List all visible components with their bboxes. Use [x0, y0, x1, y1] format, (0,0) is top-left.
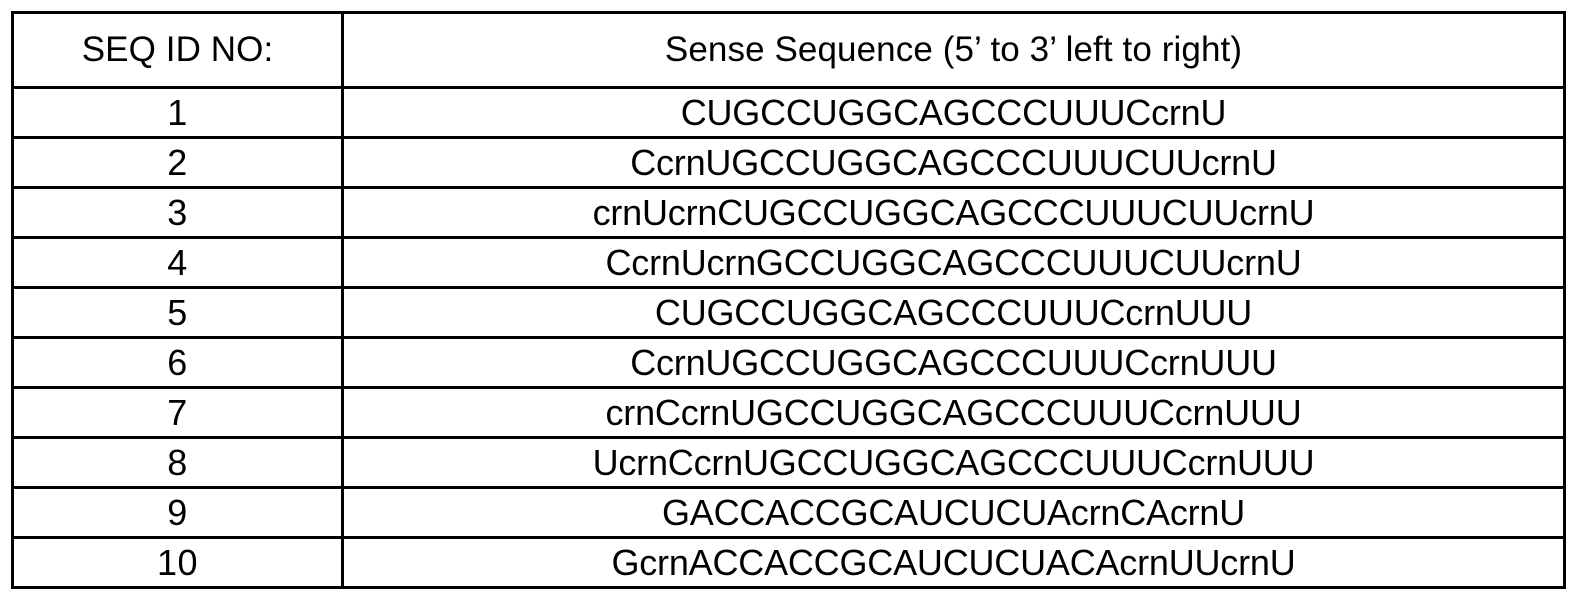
- cell-sense-sequence: GcrnACCACCGCAUCUCUACAcrnUUcrnU: [341, 536, 1566, 589]
- table-row: 10 GcrnACCACCGCAUCUCUACAcrnUUcrnU: [11, 536, 1566, 589]
- cell-sense-sequence: GACCACCGCAUCUCUAcrnCAcrnU: [341, 486, 1566, 539]
- cell-seq-id: 1: [11, 86, 344, 139]
- cell-sense-sequence: CcrnUcrnGCCUGGCAGCCCUUUCUUcrnU: [341, 236, 1566, 289]
- table-header-row: SEQ ID NO: Sense Sequence (5’ to 3’ left…: [11, 11, 1566, 89]
- cell-seq-id: 2: [11, 136, 344, 189]
- column-header-seq-id: SEQ ID NO:: [11, 11, 344, 89]
- cell-sense-sequence: crnCcrnUGCCUGGCAGCCCUUUCcrnUUU: [341, 386, 1566, 439]
- table-header: SEQ ID NO: Sense Sequence (5’ to 3’ left…: [11, 11, 1566, 89]
- cell-seq-id: 10: [11, 536, 344, 589]
- cell-seq-id: 6: [11, 336, 344, 389]
- column-header-sense-sequence: Sense Sequence (5’ to 3’ left to right): [341, 11, 1566, 89]
- table-row: 2 CcrnUGCCUGGCAGCCCUUUCUUcrnU: [11, 136, 1566, 189]
- table-row: 8 UcrnCcrnUGCCUGGCAGCCCUUUCcrnUUU: [11, 436, 1566, 489]
- cell-seq-id: 9: [11, 486, 344, 539]
- sequence-table: SEQ ID NO: Sense Sequence (5’ to 3’ left…: [11, 11, 1566, 589]
- table-row: 4 CcrnUcrnGCCUGGCAGCCCUUUCUUcrnU: [11, 236, 1566, 289]
- cell-seq-id: 4: [11, 236, 344, 289]
- table-row: 5 CUGCCUGGCAGCCCUUUCcrnUUU: [11, 286, 1566, 339]
- table-row: 3 crnUcrnCUGCCUGGCAGCCCUUUCUUcrnU: [11, 186, 1566, 239]
- cell-sense-sequence: CcrnUGCCUGGCAGCCCUUUCUUcrnU: [341, 136, 1566, 189]
- table-row: 9 GACCACCGCAUCUCUAcrnCAcrnU: [11, 486, 1566, 539]
- cell-sense-sequence: CUGCCUGGCAGCCCUUUCcrnUUU: [341, 286, 1566, 339]
- cell-sense-sequence: CcrnUGCCUGGCAGCCCUUUCcrnUUU: [341, 336, 1566, 389]
- table-row: 6 CcrnUGCCUGGCAGCCCUUUCcrnUUU: [11, 336, 1566, 389]
- cell-seq-id: 3: [11, 186, 344, 239]
- cell-seq-id: 5: [11, 286, 344, 339]
- cell-seq-id: 8: [11, 436, 344, 489]
- cell-sense-sequence: CUGCCUGGCAGCCCUUUCcrnU: [341, 86, 1566, 139]
- table-row: 1 CUGCCUGGCAGCCCUUUCcrnU: [11, 86, 1566, 139]
- cell-sense-sequence: crnUcrnCUGCCUGGCAGCCCUUUCUUcrnU: [341, 186, 1566, 239]
- cell-seq-id: 7: [11, 386, 344, 439]
- table-body: 1 CUGCCUGGCAGCCCUUUCcrnU 2 CcrnUGCCUGGCA…: [11, 86, 1566, 589]
- cell-sense-sequence: UcrnCcrnUGCCUGGCAGCCCUUUCcrnUUU: [341, 436, 1566, 489]
- table-row: 7 crnCcrnUGCCUGGCAGCCCUUUCcrnUUU: [11, 386, 1566, 439]
